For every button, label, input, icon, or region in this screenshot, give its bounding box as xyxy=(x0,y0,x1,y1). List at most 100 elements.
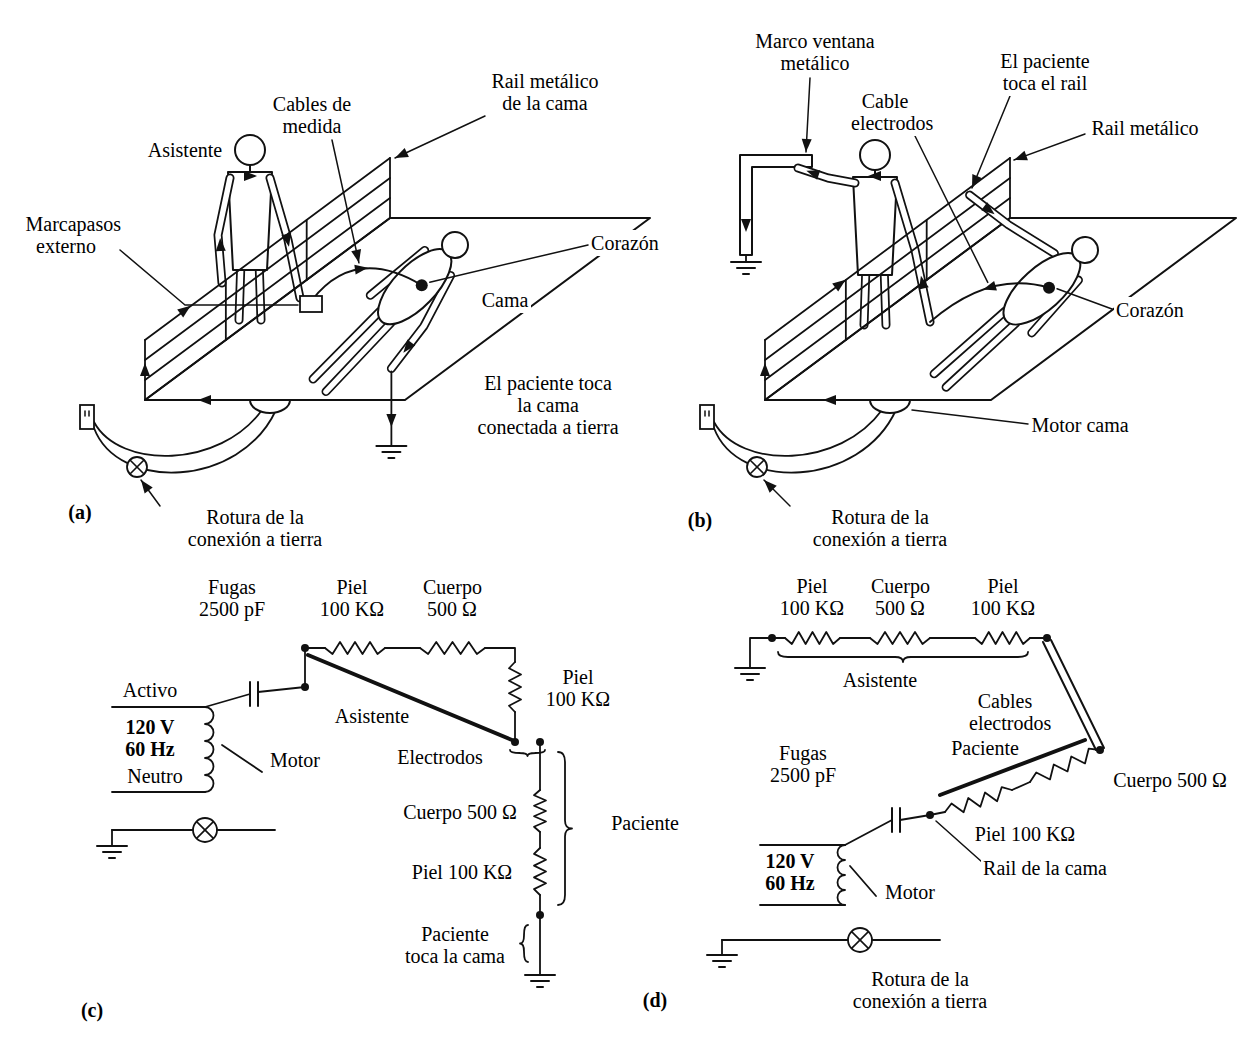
label-slot: Asistente xyxy=(334,705,410,727)
assistant-head xyxy=(235,135,265,165)
limb-fill xyxy=(970,179,1055,269)
assistant-figure xyxy=(218,135,300,320)
value-label: Rotura de la conexión a tierra xyxy=(853,968,988,1012)
brace-curve xyxy=(778,652,1028,662)
brace xyxy=(778,652,1028,662)
resistor-symbol xyxy=(420,642,485,654)
label-slot: Piel 100 KΩ xyxy=(974,823,1076,845)
electrode-cable xyxy=(1051,640,1104,748)
panel-b xyxy=(700,78,1236,506)
capacitor-plate xyxy=(257,682,259,706)
bed-motor xyxy=(250,400,290,413)
limb-fill xyxy=(313,311,380,380)
current-arrow xyxy=(393,148,409,163)
panel-letter: (a) xyxy=(68,501,93,523)
break-cross xyxy=(197,822,214,839)
limb-outline xyxy=(970,179,1055,269)
ground-symbol xyxy=(97,846,127,858)
patient-head xyxy=(437,227,474,264)
power-cord xyxy=(714,410,882,456)
source-coil xyxy=(838,845,845,905)
label-slot: Rotura de la conexión a tierra xyxy=(853,968,988,1012)
figure-label: El paciente toca la cama conectada a tie… xyxy=(478,372,619,438)
break-circle xyxy=(848,928,872,952)
figure-label: Corazón xyxy=(1116,299,1185,321)
wire xyxy=(112,791,205,793)
label-slot: Piel 100 KΩ xyxy=(411,861,513,883)
value-label: Cuerpo 500 Ω xyxy=(871,575,929,619)
limb-outline xyxy=(895,183,930,322)
limb-fill xyxy=(934,310,1005,374)
current-arrow xyxy=(354,263,368,275)
motor-line xyxy=(850,866,876,896)
value-label: Cuerpo 500 Ω xyxy=(423,576,481,620)
label-slot: Paciente xyxy=(951,737,1020,759)
label-slot: Motor xyxy=(885,881,936,903)
ground-bar xyxy=(103,851,121,853)
label-slot: Rotura de la conexión a tierra xyxy=(188,506,323,550)
label-slot: Cuerpo 500 Ω xyxy=(423,576,481,620)
current-arrow xyxy=(351,249,364,264)
label-slot: 120 V 60 Hz xyxy=(764,850,817,894)
break-circle xyxy=(193,818,217,842)
label-slot: Cama xyxy=(481,289,529,311)
limb-outline xyxy=(218,178,230,283)
figure-label: Marcapasos externo xyxy=(26,213,107,257)
brace-curve xyxy=(520,925,528,962)
wire xyxy=(722,939,848,941)
label-slot: Cuerpo 500 Ω xyxy=(403,801,518,823)
limb-outline xyxy=(270,178,300,298)
ground-bar xyxy=(525,974,555,976)
source-label: 120 V 60 Hz xyxy=(764,850,817,894)
wire xyxy=(111,830,113,846)
value-label: Piel 100 KΩ xyxy=(411,861,513,883)
label-slot: Corazón xyxy=(591,232,660,254)
break-cross xyxy=(852,932,869,949)
break-cross xyxy=(130,460,144,474)
label-slot: 120 V 60 Hz xyxy=(124,716,177,760)
label-slot: Paciente toca la cama xyxy=(405,923,505,967)
ground-bar xyxy=(735,667,765,669)
label-slot: Rail de la cama xyxy=(983,857,1108,879)
ground-bar xyxy=(743,273,749,275)
leader-line xyxy=(972,96,1010,188)
break-cross xyxy=(130,460,144,474)
current-arrow xyxy=(741,219,751,232)
current-arrow xyxy=(801,139,812,153)
resistor-symbol xyxy=(975,632,1030,644)
wire xyxy=(872,939,940,941)
patient-figure xyxy=(861,154,1112,400)
label-slot: Cables de medida xyxy=(273,93,352,137)
current-arrow xyxy=(760,363,770,376)
wire xyxy=(539,895,541,975)
motor-line xyxy=(222,745,262,772)
break-cross xyxy=(852,932,869,949)
ground-symbol xyxy=(707,955,737,967)
label-slot: Cable electrodos xyxy=(851,90,919,134)
assistant-bracket xyxy=(308,655,512,740)
figure-label: Rail metálico xyxy=(1091,117,1200,139)
wire xyxy=(258,648,305,692)
label-slot: Neutro xyxy=(127,765,184,787)
wire xyxy=(385,647,420,649)
label-slot: Piel 100 KΩ xyxy=(780,575,845,619)
assistant-torso xyxy=(228,172,272,270)
ground-bar xyxy=(707,954,737,956)
label-slot: Rail metálico xyxy=(1091,117,1200,139)
wire xyxy=(539,832,541,848)
value-label: Rail de la cama xyxy=(983,857,1108,879)
break-circle xyxy=(747,457,767,477)
ground-break-symbol xyxy=(127,457,147,477)
label-slot: Cables electrodos xyxy=(969,690,1041,734)
limb-fill xyxy=(798,168,855,183)
ground-wire xyxy=(745,255,747,262)
value-label: Piel 100 KΩ xyxy=(974,823,1076,845)
ground-break-symbol xyxy=(193,818,217,842)
limb-outline xyxy=(934,310,1005,374)
value-label: Cables electrodos xyxy=(969,690,1041,734)
outlet-slot xyxy=(708,411,710,416)
wire xyxy=(772,637,785,639)
resistor-symbol xyxy=(1030,749,1100,782)
label-slot: Piel 100 KΩ xyxy=(320,576,385,620)
label-slot: (c) xyxy=(80,999,104,1021)
